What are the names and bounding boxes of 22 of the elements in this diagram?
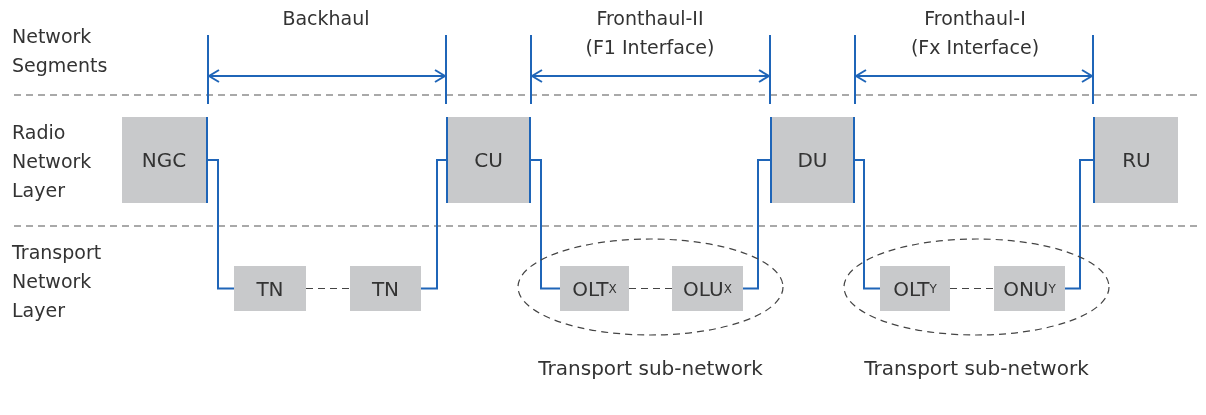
connector-line: [207, 159, 235, 290]
dashed-ellipse: [843, 238, 1110, 336]
node-box: TN: [234, 266, 306, 311]
connector-line: [1064, 159, 1094, 290]
node-box: NGC: [122, 117, 208, 203]
layer-label: Radio Network Layer: [12, 120, 93, 203]
node-box: DU: [770, 117, 855, 203]
node-label: Transport sub-network: [537, 355, 764, 382]
connector-line: [420, 159, 447, 290]
connector-line: [854, 159, 881, 290]
node-label: Transport sub-network: [863, 355, 1090, 382]
connector-line: [530, 159, 561, 290]
dashed-link: [305, 287, 351, 290]
connector-line: [742, 159, 771, 290]
node-box: TN: [350, 266, 421, 311]
node-box: RU: [1093, 117, 1178, 203]
layer-label: Network Segments: [12, 24, 109, 78]
dashed-link: [628, 287, 673, 290]
node-box: CU: [446, 117, 531, 203]
layer-label: Transport Network Layer: [12, 240, 103, 323]
dashed-link: [949, 287, 995, 290]
dashed-ellipse: [517, 238, 784, 336]
